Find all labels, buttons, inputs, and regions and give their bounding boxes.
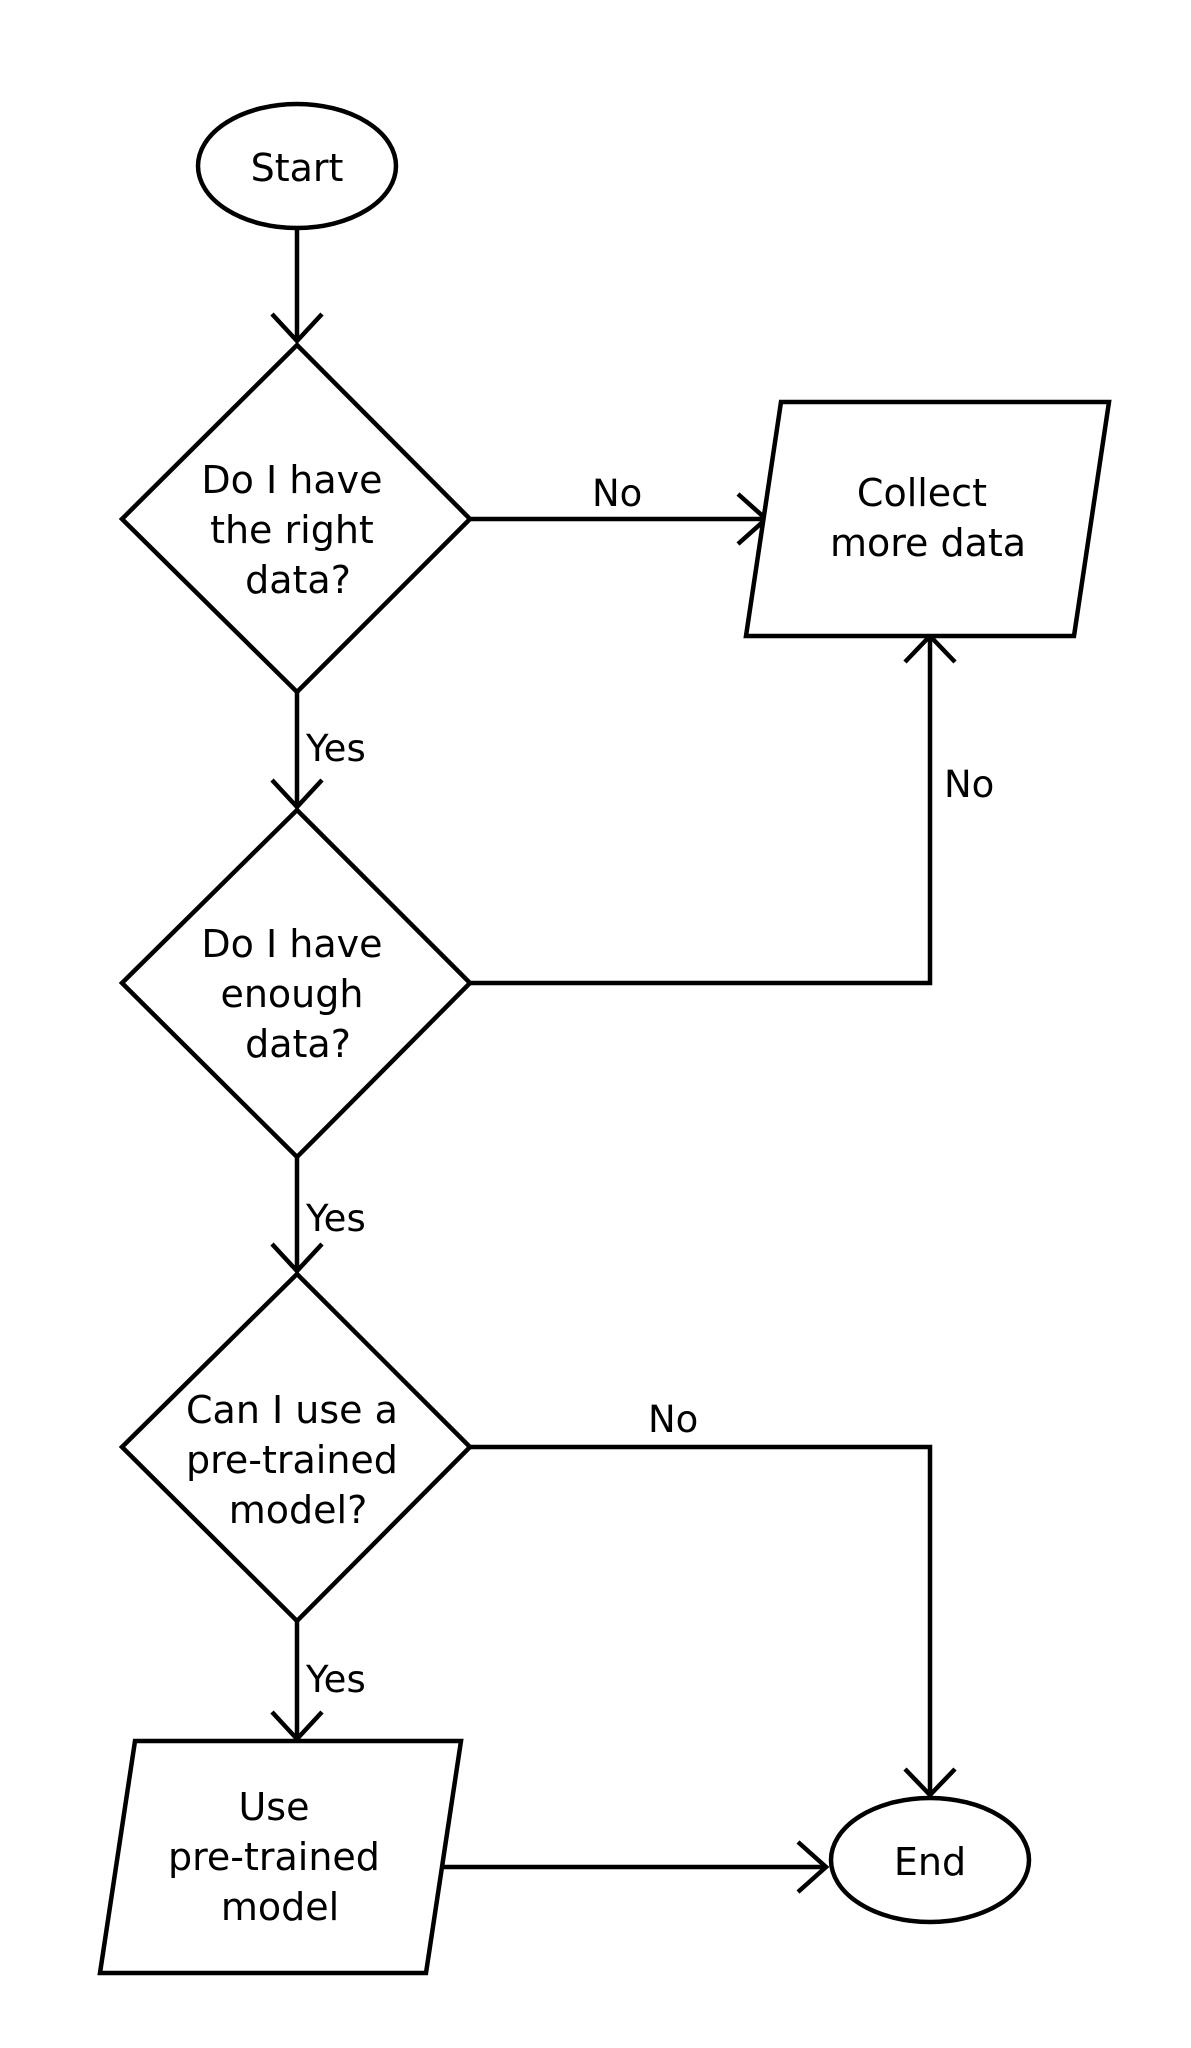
right-data-line-3: data? — [245, 558, 351, 602]
edge-labels: No Yes No Yes No Yes — [305, 472, 994, 1701]
edge-label-pretrained-yes: Yes — [305, 1658, 366, 1701]
use-pretrained-line-2: pre-trained — [168, 1835, 380, 1879]
right-data-line-1: Do I have — [201, 458, 382, 502]
edge-label-enough-data-yes: Yes — [305, 1197, 366, 1240]
right-data-decision-shape — [118, 341, 474, 696]
node-enough-data-decision: Do I have enough data? — [118, 806, 474, 1161]
svg-text:End: End — [894, 1840, 966, 1884]
right-data-line-2: the right — [210, 508, 374, 552]
edge-label-right-data-yes: Yes — [305, 727, 366, 770]
node-use-pretrained-model: Use pre-trained model — [97, 1738, 464, 1976]
connector-pretrained-no — [470, 1444, 933, 1795]
svg-text:Do I have enough d: Do I have enough data? — [201, 922, 394, 1066]
collect-line-2: more data — [830, 521, 1026, 565]
pretrained-decision-shape — [118, 1270, 474, 1625]
use-pretrained-line-3: model — [221, 1885, 339, 1929]
svg-text:Start: Start — [251, 146, 344, 190]
enough-data-line-3: data? — [245, 1022, 351, 1066]
connector-enough-data-no — [470, 636, 933, 986]
enough-data-line-1: Do I have — [201, 922, 382, 966]
end-label: End — [894, 1840, 966, 1884]
svg-text:Do I have the right: Do I have the right data? — [201, 458, 394, 602]
node-right-data-decision: Do I have the right data? — [118, 341, 474, 696]
node-start: Start — [195, 101, 399, 231]
use-pretrained-line-1: Use — [238, 1785, 309, 1829]
pretrained-line-3: model? — [229, 1488, 368, 1532]
arrowhead-right-data-top — [270, 312, 324, 345]
node-end: End — [828, 1795, 1032, 1925]
start-label: Start — [251, 146, 344, 190]
enough-data-line-2: enough — [220, 972, 363, 1016]
node-collect-more-data: Collect more data — [743, 399, 1112, 639]
arrowhead-end-top — [903, 1767, 957, 1799]
pretrained-line-2: pre-trained — [186, 1438, 398, 1482]
start-terminal-shape — [195, 101, 399, 231]
svg-text:Collect more data: Collect more data — [830, 471, 1026, 565]
end-terminal-shape — [828, 1795, 1032, 1925]
edge-label-pretrained-no: No — [648, 1398, 698, 1441]
svg-text:Use pre-trained mo: Use pre-trained model — [168, 1785, 392, 1929]
svg-text:Can I use a pre-trained: Can I use a pre-trained model? — [186, 1388, 410, 1532]
enough-data-decision-shape — [118, 806, 474, 1161]
pretrained-line-1: Can I use a — [186, 1388, 398, 1432]
edge-label-right-data-no: No — [592, 472, 642, 515]
collect-line-1: Collect — [857, 471, 987, 515]
use-pretrained-model-shape — [97, 1738, 464, 1976]
node-pretrained-decision: Can I use a pre-trained model? — [118, 1270, 474, 1625]
edge-label-enough-data-no: No — [944, 763, 994, 806]
collect-more-data-shape — [743, 399, 1112, 639]
arrowhead-end-left — [796, 1840, 830, 1894]
